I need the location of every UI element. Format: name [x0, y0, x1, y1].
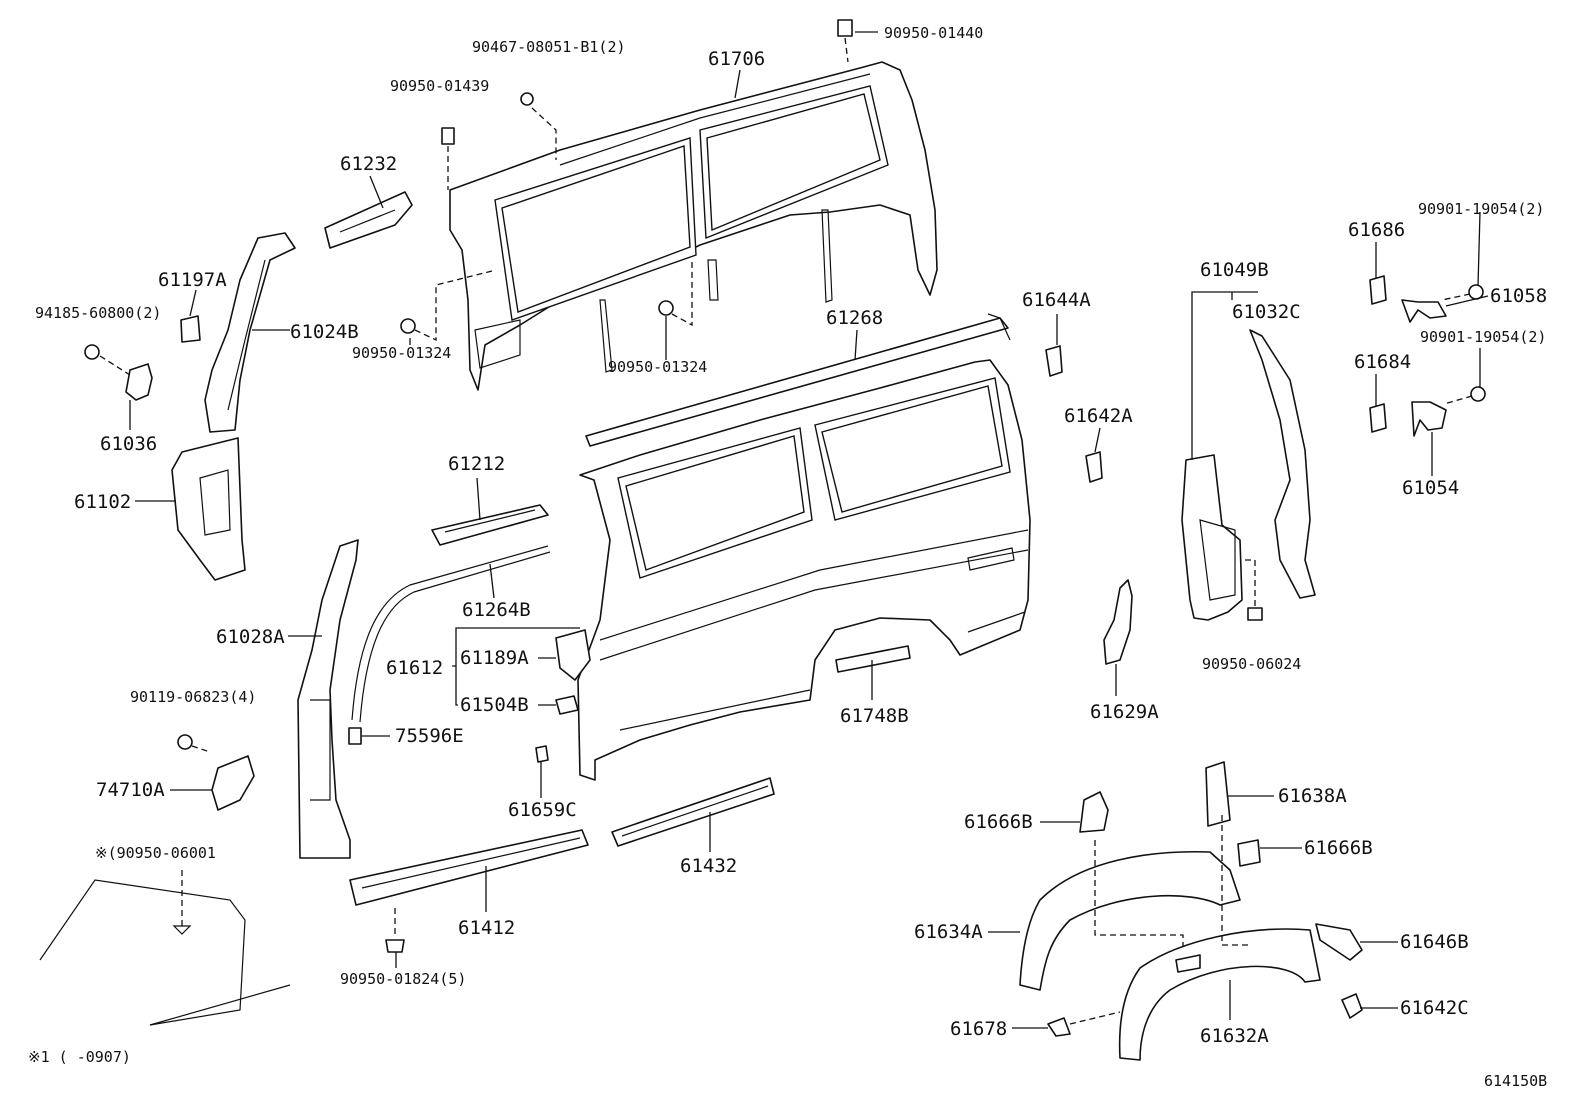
label-61642C: 61642C [1400, 997, 1469, 1019]
label-61232: 61232 [340, 153, 397, 175]
label-61666B-left: 61666B [964, 811, 1033, 833]
label-61058: 61058 [1490, 285, 1547, 307]
label-61684: 61684 [1354, 351, 1411, 373]
part-61268-quarter-panel[interactable] [577, 359, 1031, 781]
label-61748B: 61748B [840, 705, 909, 727]
part-74710A[interactable] [211, 755, 255, 811]
label-61264B: 61264B [462, 599, 531, 621]
label-61634A: 61634A [914, 921, 983, 943]
leader-lines [129, 31, 1489, 1029]
part-61189A[interactable] [555, 629, 591, 681]
label-90950-01440: 90950-01440 [884, 24, 983, 42]
part-61268-rail[interactable] [585, 313, 1011, 447]
label-61049B: 61049B [1200, 259, 1269, 281]
label-90901-19054-upper: 90901-19054(2) [1418, 200, 1544, 218]
label-90950-01324-right: 90950-01324 [608, 358, 707, 376]
part-61666B-left[interactable] [1079, 791, 1109, 833]
label-61036: 61036 [100, 433, 157, 455]
part-61706-upper-panel[interactable] [449, 61, 938, 391]
label-61032C: 61032C [1232, 301, 1301, 323]
part-90901-upper[interactable] [1441, 284, 1484, 301]
label-90901-19054-lower: 90901-19054(2) [1420, 328, 1546, 346]
part-61666B-right[interactable] [1237, 839, 1261, 867]
part-61058[interactable] [1401, 299, 1447, 323]
label-61644A: 61644A [1022, 289, 1091, 311]
part-61642C[interactable] [1341, 993, 1363, 1019]
label-61189A: 61189A [460, 647, 529, 669]
label-61632A: 61632A [1200, 1025, 1269, 1047]
label-61686: 61686 [1348, 219, 1405, 241]
part-61264B[interactable] [351, 545, 551, 723]
part-61644A[interactable] [1045, 345, 1063, 377]
part-61632A[interactable] [1118, 815, 1321, 1061]
part-61412[interactable] [349, 829, 589, 906]
label-90950-01824: 90950-01824(5) [340, 970, 466, 988]
label-90467-08051-B1: 90467-08051-B1(2) [472, 38, 626, 56]
label-61659C: 61659C [508, 799, 577, 821]
label-90950-01324-left: 90950-01324 [352, 344, 451, 362]
part-61629A[interactable] [1103, 579, 1133, 665]
label-94185-60800: 94185-60800(2) [35, 304, 161, 322]
label-61028A: 61028A [216, 626, 285, 648]
part-61232[interactable] [324, 191, 413, 249]
part-61054[interactable] [1411, 401, 1447, 437]
label-61432: 61432 [680, 855, 737, 877]
part-61504B[interactable] [555, 695, 579, 715]
part-90950-01824[interactable] [385, 908, 405, 953]
part-61049B[interactable] [1181, 454, 1243, 621]
part-90901-lower[interactable] [1443, 386, 1486, 405]
label-61412: 61412 [458, 917, 515, 939]
label-61054: 61054 [1402, 477, 1459, 499]
label-74710A: 74710A [96, 779, 165, 801]
part-90950-06024[interactable] [1240, 559, 1263, 621]
part-90950-01440[interactable] [837, 19, 853, 63]
part-90950-01439[interactable] [441, 127, 455, 190]
label-90950-01439: 90950-01439 [390, 77, 489, 95]
part-61638A[interactable] [1205, 761, 1231, 827]
part-90950-06001-glass[interactable] [39, 870, 291, 1026]
label-75596E: 75596E [395, 725, 464, 747]
label-61212: 61212 [448, 453, 505, 475]
part-61102[interactable] [171, 437, 246, 581]
part-90119-bolt[interactable] [177, 734, 211, 753]
part-61197A[interactable] [180, 315, 201, 343]
part-61678[interactable] [1047, 1011, 1121, 1037]
part-61432[interactable] [611, 777, 775, 847]
label-61646B: 61646B [1400, 931, 1469, 953]
label-61666B-right: 61666B [1304, 837, 1373, 859]
part-90467[interactable] [520, 92, 557, 160]
label-61102: 61102 [74, 491, 131, 513]
part-61212[interactable] [431, 504, 549, 546]
part-61634A[interactable] [1019, 840, 1241, 991]
label-61197A: 61197A [158, 269, 227, 291]
label-61504B: 61504B [460, 694, 529, 716]
label-61612: 61612 [386, 657, 443, 679]
diagram-id: 614150B [1484, 1072, 1547, 1090]
part-61028A[interactable] [297, 539, 359, 859]
part-61024B[interactable] [204, 232, 296, 433]
label-61642A: 61642A [1064, 405, 1133, 427]
part-61036[interactable] [84, 344, 153, 401]
part-61684[interactable] [1369, 403, 1387, 433]
label-90950-06001: ※(90950-06001 [95, 844, 216, 862]
part-61748B[interactable] [835, 645, 911, 673]
part-90950-01324-right[interactable] [658, 262, 693, 327]
label-61268: 61268 [826, 307, 883, 329]
label-61678: 61678 [950, 1018, 1007, 1040]
label-61629A: 61629A [1090, 701, 1159, 723]
part-61642A[interactable] [1085, 451, 1103, 483]
part-61032C[interactable] [1249, 329, 1316, 599]
part-90950-01324-left[interactable] [400, 269, 497, 342]
part-61646B[interactable] [1315, 923, 1363, 961]
label-90950-06024: 90950-06024 [1202, 655, 1301, 673]
label-61024B: 61024B [290, 321, 359, 343]
label-90119-06823: 90119-06823(4) [130, 688, 256, 706]
part-61686[interactable] [1369, 275, 1387, 305]
label-61706: 61706 [708, 48, 765, 70]
footnote: ※1 ( -0907) [28, 1048, 131, 1066]
part-75596E[interactable] [348, 727, 362, 745]
label-61638A: 61638A [1278, 785, 1347, 807]
part-61659C[interactable] [535, 745, 549, 763]
